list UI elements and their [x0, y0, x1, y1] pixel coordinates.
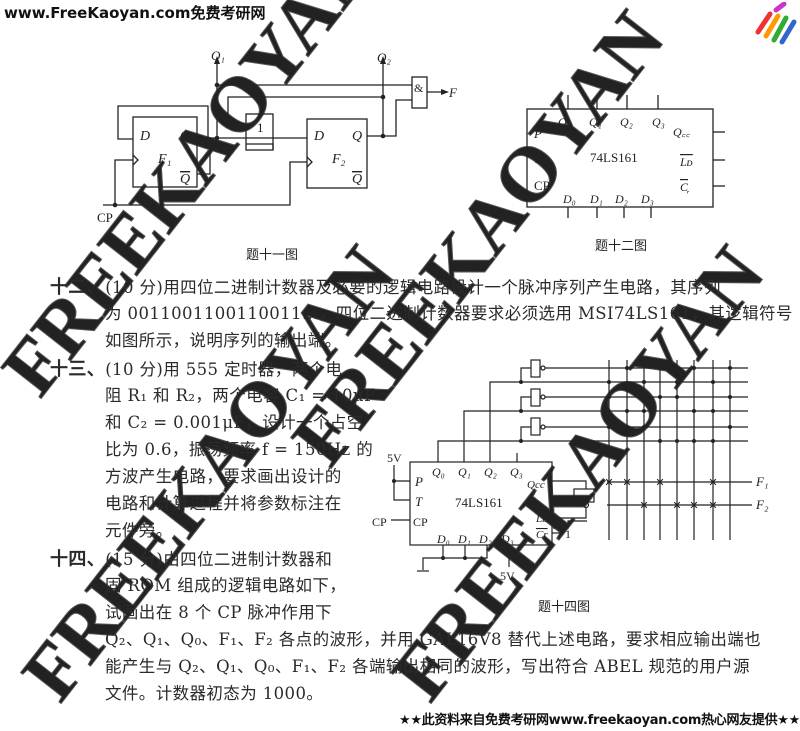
- svg-text:✕: ✕: [672, 500, 681, 512]
- question-13-line-7: 元件旁。: [105, 521, 173, 540]
- question-14-line-2: 固 ROM 组成的逻辑电路如下，: [105, 576, 347, 595]
- question-13-line-3: 和 C₂ = 0.001μF，设计一个占空: [105, 413, 364, 432]
- f2-q: Q: [352, 129, 362, 144]
- pin-d0: D₀: [562, 192, 576, 206]
- question-14-line-1: 十四、(15 分)由四位二进制计数器和: [50, 545, 332, 571]
- question-number: 十四、: [50, 549, 106, 570]
- f1-d: D: [139, 129, 150, 144]
- footer-note: ★★此资料来自免费考研网www.freekaoyan.com热心网友提供★★: [398, 713, 800, 728]
- pin-d1: D₁: [457, 532, 471, 546]
- f2-d: D: [313, 129, 324, 144]
- pin-cr: C᷊: [680, 180, 690, 194]
- figure-14-caption: 题十四图: [538, 599, 590, 614]
- pin-cr: Cr: [536, 529, 548, 541]
- question-number: 十二、: [50, 277, 106, 298]
- svg-text:✕: ✕: [708, 500, 717, 512]
- pin-d0: D₀: [436, 532, 450, 546]
- question-text: (10 分)用 555 定时器，两个电: [105, 360, 343, 379]
- label-q1: Q₁: [211, 48, 225, 63]
- question-14-line-5: 能产生与 Q₂、Q₁、Q₀、F₁、F₂ 各端输出相同的波形，写出符合 ABEL …: [105, 657, 750, 676]
- label-5v-top: 5V: [387, 451, 402, 465]
- cp-label: CP: [97, 210, 113, 225]
- question-number: 十三、: [50, 359, 106, 380]
- question-14-line-4: Q₂、Q₁、Q₀、F₁、F₂ 各点的波形，并用 GAL16V8 替代上述电路，要…: [105, 630, 762, 649]
- pin-p: P: [414, 474, 423, 489]
- svg-text:✕: ✕: [604, 477, 613, 489]
- question-14-line-6: 文件。计数器初态为 1000。: [105, 684, 324, 703]
- question-12-line-1: 十二、(10 分)用四位二进制计数器及必要的逻辑电路设计一个脉冲序列产生电路，其…: [50, 273, 721, 299]
- f2-label: F₂: [331, 152, 346, 167]
- question-12-line-3: 如图所示，说明序列的输出端。: [105, 331, 342, 350]
- question-13-line-5: 方波产生电路，要求画出设计的: [105, 467, 342, 486]
- svg-text:✕: ✕: [708, 477, 717, 489]
- pin-ld: Lᴅ: [535, 513, 548, 525]
- question-13-line-6: 电路和计算过程并将参数标注在: [105, 494, 342, 513]
- figure-11-circuit: Q₁ Q₂ D Q Q F₁ D Q Q F₂ 1 & F CP 题十一图: [97, 48, 458, 262]
- site-header: www.FreeKaoyan.com免费考研网: [4, 4, 266, 22]
- chip-name: 74LS161: [455, 495, 503, 510]
- chip-name: 74LS161: [590, 150, 638, 165]
- pin-q1: Q₁: [589, 115, 602, 129]
- question-13-line-4: 比为 0.6，振荡频率 f = 150Hz 的: [105, 440, 374, 459]
- question-13-line-1: 十三、(10 分)用 555 定时器，两个电: [50, 355, 342, 381]
- pin-ld: Lᴅ: [679, 155, 693, 169]
- question-text: (15 分)由四位二进制计数器和: [105, 550, 333, 569]
- output-f: F: [448, 85, 458, 100]
- output-f1: F₁: [755, 474, 768, 489]
- pin-t: T: [415, 494, 423, 509]
- pin-q3: Q₃: [652, 115, 665, 129]
- f1-label: F₁: [157, 152, 171, 167]
- pin-d2: D₂: [478, 532, 492, 546]
- logo-icon: [755, 2, 797, 45]
- pin-q0: Q₀: [558, 115, 571, 129]
- pin-cp: CP: [534, 178, 550, 193]
- pin-p: P: [533, 126, 542, 141]
- figure-12-symbol: Q₀ Q₁ Q₂ Q₃ Q꜀꜀ P T CP 74LS161 Lᴅ C᷊ D₀ …: [526, 95, 725, 253]
- label-q2: Q₂: [377, 50, 391, 65]
- svg-text:✕: ✕: [655, 477, 664, 489]
- question-text: (10 分)用四位二进制计数器及必要的逻辑电路设计一个脉冲序列产生电路，其序列: [105, 278, 721, 297]
- and-gate-label: &: [414, 81, 424, 95]
- pin-q0: Q₀: [432, 465, 445, 479]
- svg-text:✕: ✕: [639, 500, 648, 512]
- pin-d1: D₁: [589, 192, 603, 206]
- pin-cp: CP: [413, 515, 428, 529]
- output-f2: F₂: [755, 497, 769, 512]
- cr-tied-1: 1: [565, 527, 571, 541]
- svg-text:✕: ✕: [689, 500, 698, 512]
- cp-input-label: CP: [372, 515, 387, 529]
- pin-q3: Q₃: [510, 465, 523, 479]
- flip-flop-f1: [132, 116, 198, 188]
- question-14-line-3: 试画出在 8 个 CP 脉冲作用下: [105, 603, 333, 622]
- f2-qbar: Q: [352, 172, 362, 187]
- ld-wire: [553, 520, 587, 529]
- pin-t: T: [534, 151, 542, 166]
- figure-11-caption: 题十一图: [246, 247, 298, 262]
- flip-flop-f2: [306, 118, 368, 189]
- pin-q1: Q₁: [458, 465, 471, 479]
- f1-q: Q: [180, 129, 190, 144]
- pin-qcc: Q꜀꜀: [673, 125, 691, 139]
- label-5v-bottom: 5V: [500, 569, 515, 583]
- chip-74ls161: [409, 461, 553, 546]
- pin-d3: D₃: [640, 192, 654, 206]
- pin-q2: Q₂: [620, 115, 633, 129]
- f1-qbar: Q: [180, 172, 190, 187]
- not-gate-label: 1: [257, 120, 264, 135]
- svg-text:✕: ✕: [622, 477, 631, 489]
- pin-q2: Q₂: [484, 465, 497, 479]
- pin-d2: D₂: [614, 192, 628, 206]
- question-12-line-2: 为 0011001100110011…，四位二进制计数器要求必须选用 MSI74…: [105, 304, 793, 323]
- not-gate: [245, 113, 274, 151]
- question-13-line-2: 阻 R₁ 和 R₂，两个电容 C₁ = 10μF: [105, 386, 376, 405]
- figure-12-caption: 题十二图: [595, 238, 647, 253]
- figure-14-circuit: ✕✕✕✕ ✕✕✕✕ 5V 5V P T CP CP 74LS161 Q₀ Q₁ …: [372, 359, 769, 614]
- pin-qcc: Qcc: [527, 479, 545, 491]
- pin-d3: D₃: [500, 532, 514, 546]
